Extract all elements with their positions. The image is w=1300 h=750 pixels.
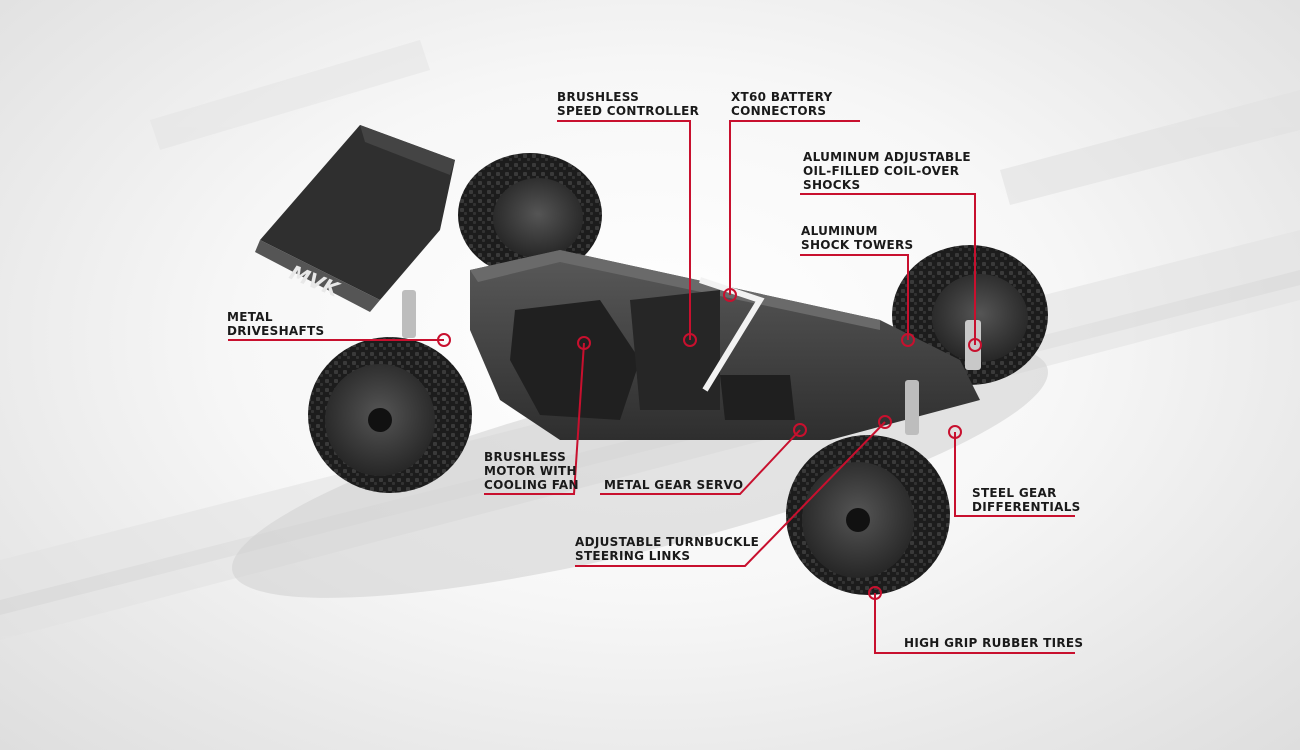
label-aluminum-adjustable-shocks: ALUMINUM ADJUSTABLE OIL-FILLED COIL-OVER…: [803, 150, 971, 192]
leader-shocks: [800, 193, 976, 345]
leader-servo: [600, 429, 801, 495]
leader-differentials: [954, 432, 1075, 517]
label-metal-gear-servo: METAL GEAR SERVO: [604, 478, 744, 492]
marker-motor: [577, 336, 591, 350]
marker-tires: [868, 586, 882, 600]
callout-lines: [228, 120, 1075, 654]
rear-wing: MVK: [255, 125, 455, 312]
marker-xt60: [723, 288, 737, 302]
label-steel-gear-differentials: STEEL GEAR DIFFERENTIALS: [972, 486, 1081, 514]
marker-servo: [793, 423, 807, 437]
receiver-box: [720, 375, 795, 420]
rear-right-tire: [308, 337, 472, 493]
marker-shocks: [968, 338, 982, 352]
rear-left-tire: [458, 153, 602, 277]
label-brushless-motor-cooling-fan: BRUSHLESS MOTOR WITH COOLING FAN: [484, 450, 579, 492]
marker-driveshafts: [437, 333, 451, 347]
label-metal-driveshafts: METAL DRIVESHAFTS: [227, 310, 325, 338]
leader-steering: [575, 421, 886, 567]
leader-motor: [484, 342, 585, 495]
leader-shock-towers: [800, 254, 909, 340]
leader-xt60: [729, 120, 860, 295]
leader-tires: [874, 593, 1075, 654]
battery-wire: [699, 277, 765, 392]
label-high-grip-rubber-tires: HIGH GRIP RUBBER TIRES: [904, 636, 1084, 650]
shocks: [402, 290, 981, 435]
label-aluminum-shock-towers: ALUMINUM SHOCK TOWERS: [801, 224, 914, 252]
marker-shock-towers: [901, 333, 915, 347]
marker-differentials: [948, 425, 962, 439]
front-left-tire: [786, 435, 950, 595]
label-xt60-battery-connectors: XT60 BATTERY CONNECTORS: [731, 90, 833, 118]
label-adjustable-turnbuckle-steering-links: ADJUSTABLE TURNBUCKLE STEERING LINKS: [575, 535, 760, 563]
marker-steering: [878, 415, 892, 429]
motor-housing: [510, 300, 640, 420]
chassis: [470, 250, 980, 440]
leader-speed-controller: [557, 120, 691, 340]
speed-controller-box: [630, 290, 720, 410]
label-brushless-speed-controller: BRUSHLESS SPEED CONTROLLER: [557, 90, 700, 118]
marker-speed-controller: [683, 333, 697, 347]
